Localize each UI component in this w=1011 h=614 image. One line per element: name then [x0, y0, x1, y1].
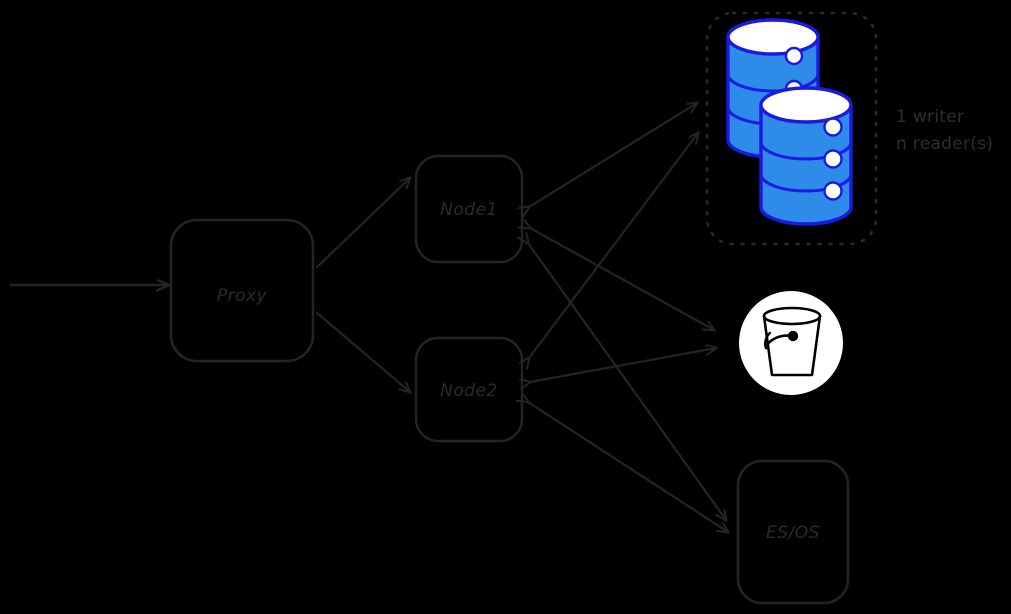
database-annotation: 1 writer n reader(s) — [896, 107, 993, 154]
edge-node2-esos — [528, 402, 728, 532]
proxy-node[interactable]: Proxy — [169, 218, 315, 363]
node1-label: Node1 — [440, 200, 498, 220]
proxy-box[interactable] — [169, 218, 315, 363]
edge-node2-object-store — [530, 348, 716, 382]
node2-label: Node2 — [440, 381, 498, 401]
edge-node1-object-store — [530, 228, 714, 330]
object-store-node[interactable] — [739, 291, 843, 395]
bucket-handle-knob-icon — [787, 330, 799, 342]
esos-label: ES/OS — [766, 523, 820, 543]
node2-node[interactable]: Node2 — [414, 336, 524, 443]
edge-node1-database — [529, 103, 697, 207]
edge-node1-esos — [528, 243, 726, 520]
database-writer-count-label: 1 writer — [896, 107, 964, 127]
edge-proxy-to-node1 — [315, 178, 410, 269]
node2-backend-edges — [528, 133, 728, 532]
database-cylinder-reader-icon[interactable] — [759, 86, 853, 226]
node1-node[interactable]: Node1 — [414, 154, 524, 264]
edge-node2-database — [529, 133, 698, 358]
esos-box[interactable] — [736, 459, 850, 605]
database-reader-count-label: n reader(s) — [896, 134, 993, 154]
proxy-label: Proxy — [217, 286, 268, 306]
proxy-fanout-edges — [315, 178, 410, 392]
bucket-rim-icon — [762, 306, 822, 326]
esos-node[interactable]: ES/OS — [736, 459, 850, 605]
bucket-handle-hook-icon — [764, 331, 772, 350]
database-group[interactable] — [705, 11, 878, 246]
edge-proxy-to-node2 — [315, 311, 410, 392]
node1-backend-edges — [528, 103, 726, 520]
